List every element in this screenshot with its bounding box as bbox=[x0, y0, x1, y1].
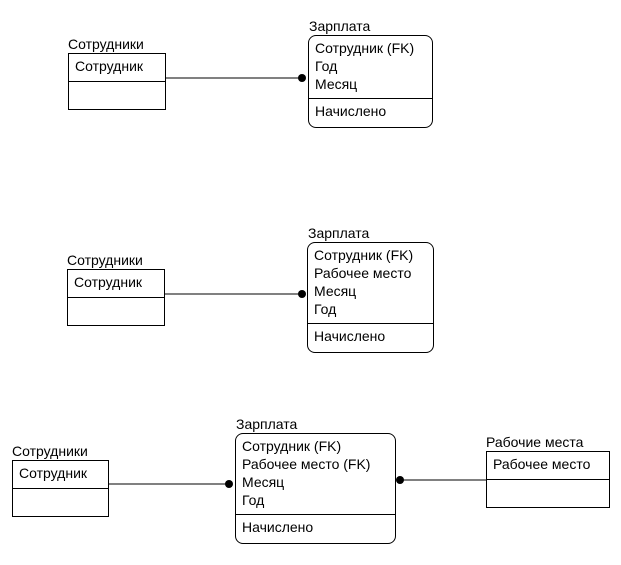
entity-key-section: Сотрудник (FK) Год Месяц bbox=[309, 36, 432, 99]
entity-key-attribute: Месяц bbox=[314, 283, 357, 299]
entity-key-attribute: Месяц bbox=[242, 474, 285, 490]
entity-title: Зарплата bbox=[308, 225, 370, 241]
entity-attribute: Начислено bbox=[315, 103, 387, 119]
entity-attribute: Начислено bbox=[242, 519, 314, 535]
entity-title: Зарплата bbox=[236, 416, 298, 432]
entity-employees: Сотрудник bbox=[12, 460, 109, 517]
entity-employees: Сотрудник bbox=[68, 53, 166, 110]
entity-key-attribute: Рабочее место (FK) bbox=[242, 456, 371, 472]
entity-attribute: Начислено bbox=[314, 328, 386, 344]
entity-salary: Сотрудник (FK) Год Месяц Начислено bbox=[308, 35, 433, 128]
entity-workplaces: Рабочее место bbox=[486, 451, 610, 508]
relationship-dot-salary bbox=[225, 480, 233, 488]
entity-attribute-section bbox=[13, 489, 108, 495]
entity-title: Зарплата bbox=[309, 18, 371, 34]
entity-attribute-section bbox=[487, 480, 609, 486]
entity-key-attribute: Рабочее место bbox=[314, 265, 412, 281]
entity-key-section: Рабочее место bbox=[487, 452, 609, 480]
entity-key-attribute: Сотрудник bbox=[19, 465, 88, 481]
entity-attribute-section: Начислено bbox=[308, 324, 433, 348]
entity-key-attribute: Год bbox=[315, 58, 338, 74]
relationship-dot-salary bbox=[298, 74, 306, 82]
entity-key-attribute: Сотрудник (FK) bbox=[314, 247, 414, 263]
entity-title: Сотрудники bbox=[68, 36, 144, 52]
entity-title: Сотрудники bbox=[12, 443, 88, 459]
entity-salary: Сотрудник (FK) Рабочее место (FK) Месяц … bbox=[235, 433, 396, 544]
entity-attribute-section: Начислено bbox=[309, 99, 432, 123]
entity-key-attribute: Год bbox=[314, 301, 337, 317]
entity-attribute-section bbox=[69, 82, 165, 88]
entity-salary: Сотрудник (FK) Рабочее место Месяц Год Н… bbox=[307, 242, 434, 353]
entity-employees: Сотрудник bbox=[67, 269, 165, 326]
entity-key-section: Сотрудник bbox=[13, 461, 108, 489]
entity-attribute-section: Начислено bbox=[236, 515, 395, 539]
entity-key-attribute: Сотрудник bbox=[75, 58, 144, 74]
entity-key-section: Сотрудник bbox=[69, 54, 165, 82]
relationship-dot-salary bbox=[298, 290, 306, 298]
entity-title: Рабочие места bbox=[486, 434, 584, 450]
entity-key-attribute: Сотрудник (FK) bbox=[315, 40, 415, 56]
entity-key-attribute: Сотрудник bbox=[74, 274, 143, 290]
entity-key-attribute: Месяц bbox=[315, 76, 358, 92]
entity-key-section: Сотрудник bbox=[68, 270, 164, 298]
relationship-dot-salary bbox=[396, 476, 404, 484]
entity-key-section: Сотрудник (FK) Рабочее место Месяц Год bbox=[308, 243, 433, 324]
entity-key-attribute: Год bbox=[242, 492, 265, 508]
entity-attribute-section bbox=[68, 298, 164, 304]
entity-key-section: Сотрудник (FK) Рабочее место (FK) Месяц … bbox=[236, 434, 395, 515]
entity-title: Сотрудники bbox=[67, 252, 143, 268]
entity-key-attribute: Рабочее место bbox=[493, 456, 591, 472]
entity-key-attribute: Сотрудник (FK) bbox=[242, 438, 342, 454]
